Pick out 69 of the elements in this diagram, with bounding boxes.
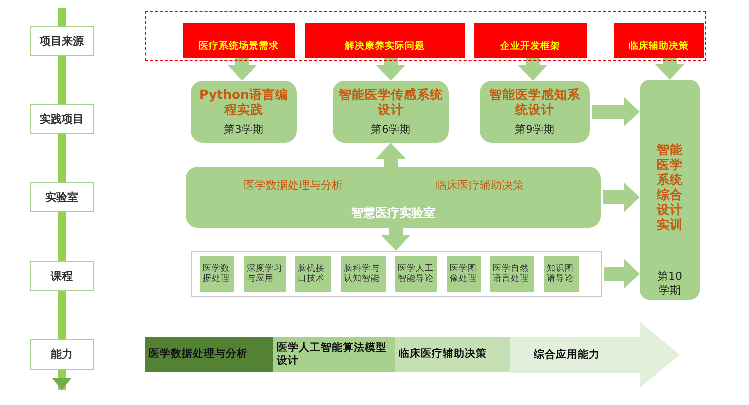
row-label-box <box>30 26 94 56</box>
project-box <box>480 81 590 143</box>
row-label: 实验室 <box>46 190 78 204</box>
course-box <box>244 256 286 292</box>
semester-label: 第3学期 <box>224 123 264 137</box>
lab-title: 智慧医疗实验室 <box>350 205 436 222</box>
row-label-box <box>30 339 94 370</box>
course-label: 医学自然语言处理 <box>493 264 530 284</box>
ability-label: 医学人工智能算法模型设计 <box>277 342 388 368</box>
ability-label: 医学数据处理与分析 <box>149 348 248 361</box>
arrow <box>228 57 258 81</box>
row-label-box <box>30 182 94 212</box>
course-box <box>295 256 331 292</box>
course-box <box>544 256 579 292</box>
semester-label: 第6学期 <box>371 123 411 137</box>
row-label: 能力 <box>51 347 73 362</box>
arrow-segment <box>145 337 273 372</box>
source-frame <box>145 11 706 61</box>
arrow <box>518 57 548 81</box>
lab-topic: 临床医疗辅助决策 <box>436 178 524 193</box>
course-label: 医学数据处理 <box>203 264 231 284</box>
course-label: 医学图像处理 <box>450 264 478 284</box>
row-label-box <box>30 104 94 134</box>
arrow <box>381 228 411 251</box>
project-box <box>333 81 449 143</box>
project-title: 智能医学感知系统设计 <box>488 87 582 117</box>
semester-label: 第10学期 <box>656 270 684 298</box>
source-label: 解决康养实际问题 <box>345 40 425 53</box>
course-box <box>395 256 437 292</box>
arrow <box>592 97 640 127</box>
project-title: 智能医学传感系统设计 <box>338 87 444 117</box>
course-label: 知识图谱导论 <box>547 264 575 284</box>
course-box <box>447 256 481 292</box>
course-label: 深度学习与应用 <box>247 264 283 284</box>
course-box <box>341 256 386 292</box>
course-label: 脑科学与认知智能 <box>344 264 381 284</box>
source-box <box>305 23 465 58</box>
training-box <box>640 80 700 300</box>
source-box <box>614 23 704 58</box>
ability-label: 综合应用能力 <box>534 348 600 362</box>
source-box <box>183 23 295 58</box>
arrow <box>604 259 640 289</box>
source-label: 企业开发框架 <box>500 40 560 53</box>
arrow <box>376 143 406 167</box>
row-label: 课程 <box>51 268 73 284</box>
project-title: Python语言编程实践 <box>198 87 290 117</box>
lab-box <box>186 167 601 228</box>
training-title: 智能医学系统综合设计实训 <box>656 142 684 232</box>
row-label: 实践项目 <box>40 112 84 126</box>
course-panel <box>191 251 602 297</box>
row-label: 项目来源 <box>40 34 84 48</box>
source-label: 医疗系统场景需求 <box>199 40 279 53</box>
row-label-box <box>30 261 94 291</box>
semester-label: 第9学期 <box>515 123 555 137</box>
source-box <box>474 23 587 58</box>
course-box <box>490 256 534 292</box>
arrow <box>376 57 406 81</box>
arrow-head-segment <box>510 322 680 388</box>
course-label: 医学人工智能导论 <box>398 264 434 284</box>
arrow <box>655 57 685 80</box>
project-box <box>191 81 297 143</box>
course-label: 脑机接口技术 <box>298 264 326 284</box>
arrow <box>603 182 640 212</box>
lab-topic: 医学数据处理与分析 <box>244 178 343 193</box>
course-box <box>200 256 234 292</box>
ability-label: 临床医疗辅助决策 <box>399 348 487 361</box>
arrow-segment <box>273 337 395 372</box>
source-label: 临床辅助决策 <box>629 40 689 53</box>
arrow-segment <box>395 337 510 372</box>
